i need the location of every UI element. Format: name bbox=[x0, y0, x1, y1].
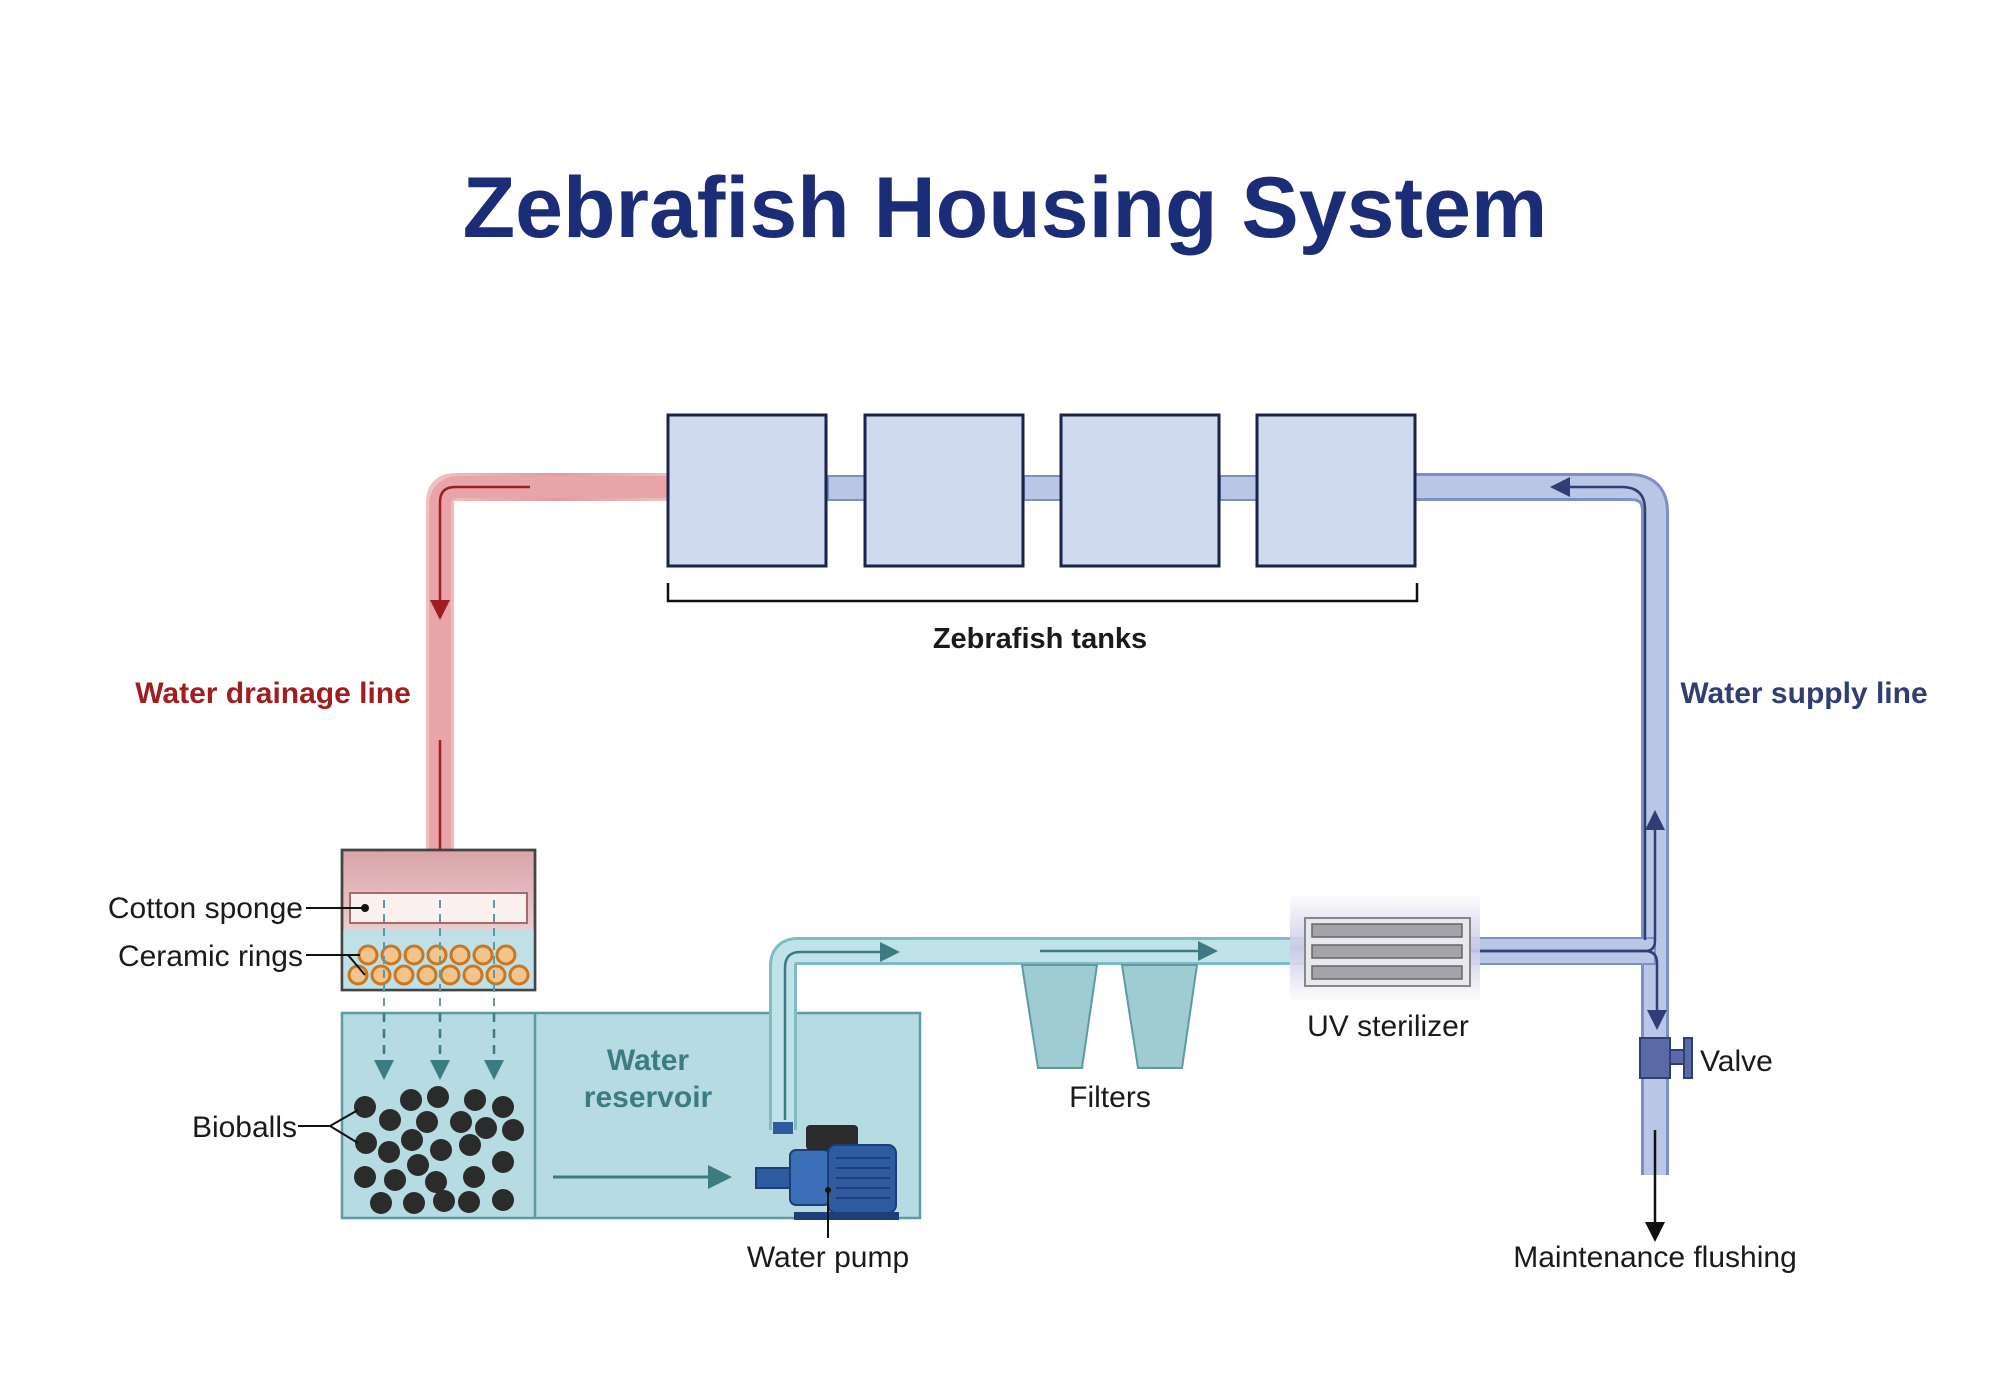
tank-3 bbox=[1059, 413, 1221, 568]
reservoir-label-line1: Water bbox=[607, 1044, 690, 1077]
supply-line-label: Water supply line bbox=[1680, 677, 1927, 710]
filters-label: Filters bbox=[1069, 1081, 1151, 1114]
reservoir-label-line2: reservoir bbox=[584, 1081, 713, 1114]
callout-lines bbox=[298, 904, 369, 1144]
tanks-bracket bbox=[666, 583, 1419, 603]
water-reservoir bbox=[340, 1011, 922, 1220]
water-outlet-pipe bbox=[769, 937, 1305, 1130]
valve-icon bbox=[1639, 1037, 1693, 1079]
drainage-line-label: Water drainage line bbox=[135, 677, 411, 710]
tank-4 bbox=[1255, 413, 1417, 568]
page-title: Zebrafish Housing System bbox=[463, 160, 1548, 256]
water-supply-pipe bbox=[827, 473, 1669, 1175]
bioballs bbox=[354, 1086, 524, 1214]
water-pump-label: Water pump bbox=[747, 1241, 909, 1274]
maintenance-label: Maintenance flushing bbox=[1513, 1241, 1797, 1274]
valve-label: Valve bbox=[1700, 1045, 1773, 1078]
filter-cone-icon bbox=[1120, 964, 1199, 1069]
uv-sterilizer-label: UV sterilizer bbox=[1307, 1010, 1469, 1043]
ceramic-rings-label: Ceramic rings bbox=[118, 940, 303, 973]
tank-1 bbox=[666, 413, 828, 568]
sump-filter bbox=[340, 848, 537, 1060]
filter-cone-icon bbox=[1020, 964, 1099, 1069]
water-drainage-pipe bbox=[426, 473, 668, 882]
cotton-sponge bbox=[349, 892, 528, 924]
cotton-sponge-label: Cotton sponge bbox=[108, 892, 303, 925]
uv-sterilizer-icon bbox=[1290, 893, 1480, 1003]
water-pump-icon bbox=[755, 1122, 899, 1238]
ceramic-rings bbox=[347, 944, 530, 986]
zebrafish-tanks bbox=[666, 413, 1419, 603]
tank-2 bbox=[863, 413, 1025, 568]
tanks-label: Zebrafish tanks bbox=[933, 623, 1147, 655]
bioballs-label: Bioballs bbox=[192, 1111, 297, 1144]
